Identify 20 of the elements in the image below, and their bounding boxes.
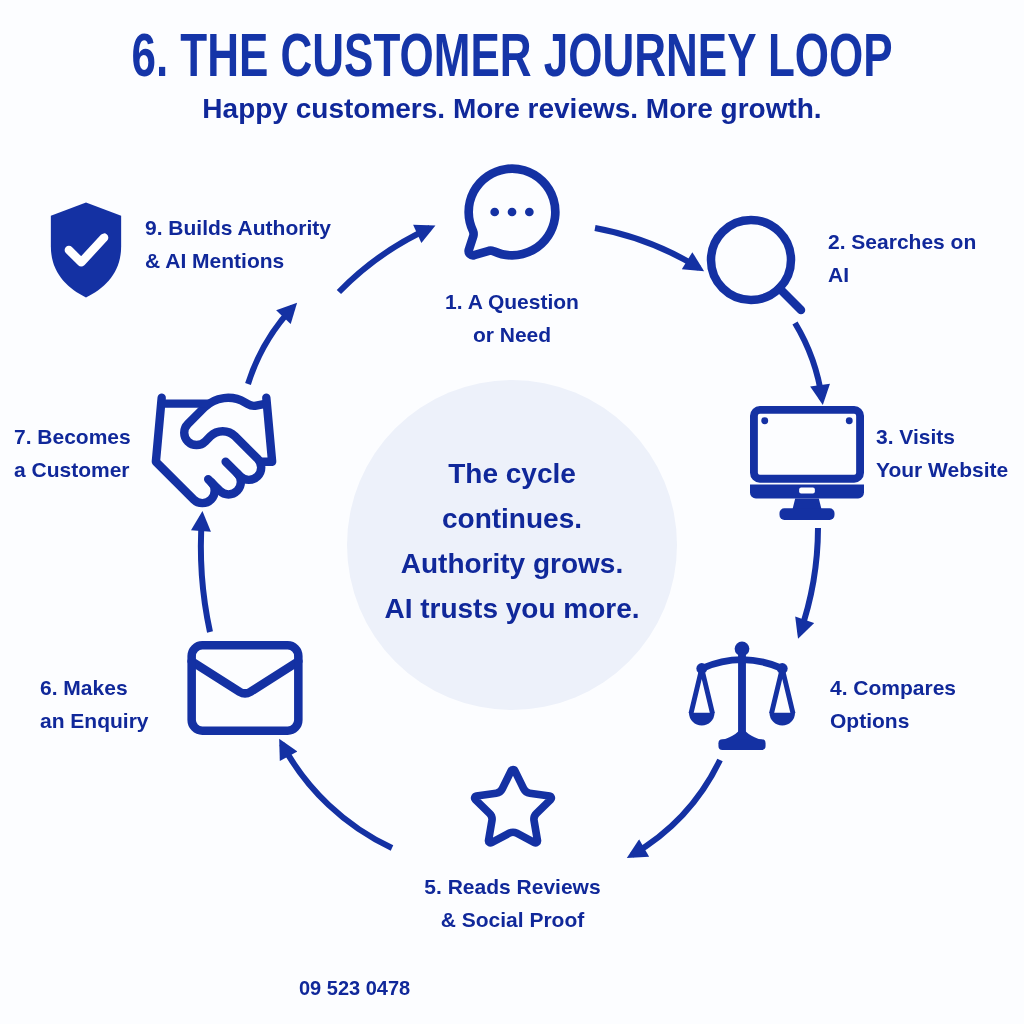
stage-label: 2. Searches on AI	[828, 229, 977, 288]
arrow	[278, 738, 394, 851]
arrow	[191, 511, 213, 633]
stage-label: 3. Visits Your Website	[876, 424, 1009, 483]
stage-label: 1. A Question or Need	[445, 289, 579, 348]
title: 6. THE CUSTOMER JOURNEY LOOP	[131, 20, 893, 90]
phone-number: 09 523 0478	[299, 976, 411, 1001]
arrow	[792, 321, 830, 405]
arrow	[245, 302, 297, 386]
subtitle: Happy customers. More reviews. More growth.	[202, 92, 822, 126]
stage-label: 6. Makes an Enquiry	[40, 675, 149, 734]
arrow	[627, 758, 723, 859]
circle-text: The cycle continues. Authority grows. AI trusts you more.	[384, 457, 640, 626]
arrow	[594, 225, 705, 271]
stage-label: 4. Compares Options	[830, 675, 957, 734]
stage-label: 7. Becomes a Customer	[14, 424, 131, 483]
arrow	[336, 225, 436, 295]
arrow	[794, 527, 821, 639]
stage-label: 9. Builds Authority & AI Mentions	[145, 215, 331, 274]
stage-label: 5. Reads Reviews & Social Proof	[424, 874, 601, 933]
